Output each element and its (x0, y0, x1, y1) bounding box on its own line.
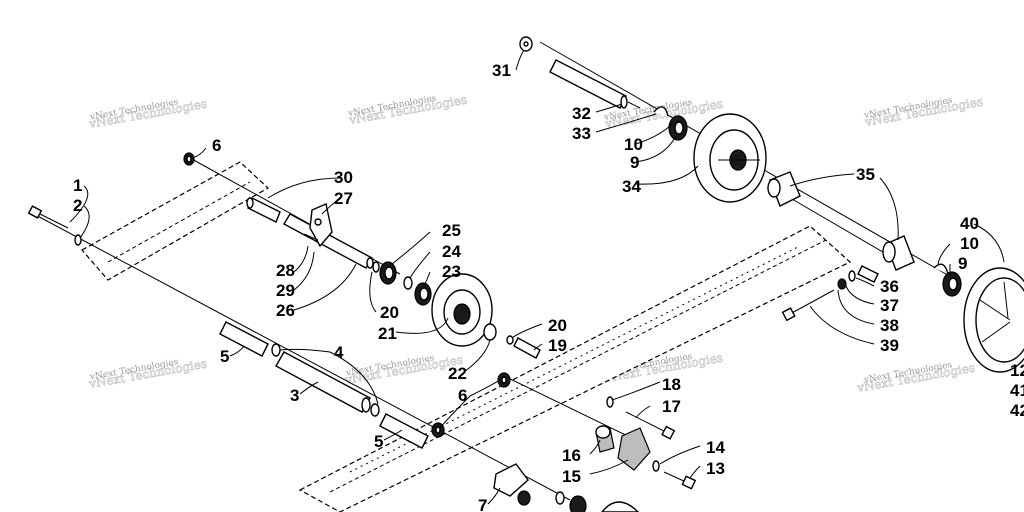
spacer-part-35-b (882, 235, 915, 271)
leader-lines (69, 49, 1005, 505)
callout-18: 18 (662, 375, 681, 394)
callout-12: 12 (1010, 361, 1024, 380)
bushing-part-16 (595, 425, 615, 453)
tube-part-5-lower (379, 413, 429, 449)
callout-31: 31 (492, 61, 511, 80)
washer-part-14 (652, 460, 660, 472)
tube-part-5-upper (219, 321, 269, 357)
callout-7: 7 (478, 496, 487, 512)
washer-part-2 (74, 234, 82, 246)
nut-part-6-rail (431, 422, 445, 438)
spacer-part-19 (513, 337, 541, 359)
bolt-part-39 (781, 289, 835, 322)
callout-19: 19 (548, 336, 567, 355)
nut-part-6-lower (497, 372, 511, 388)
washer-part-20-upper (372, 261, 380, 273)
bearing-part-25 (379, 261, 397, 285)
clip-part-33 (653, 106, 669, 117)
idler-wheel-part-34 (693, 113, 767, 203)
callout-40: 40 (960, 214, 979, 233)
callout-28: 28 (276, 261, 295, 280)
callout-10-right: 10 (960, 234, 979, 253)
parts (27, 36, 1024, 512)
callout-21: 21 (378, 324, 397, 343)
spacer-part-36 (857, 265, 879, 283)
idler-wheel-part-21 (431, 273, 493, 347)
callout-4: 4 (334, 343, 344, 362)
spacer-part-35-a (767, 171, 801, 207)
callout-9-right: 9 (958, 254, 967, 273)
callout-42: 42 (1010, 401, 1024, 420)
callout-37: 37 (880, 296, 899, 315)
callout-26: 26 (276, 301, 295, 320)
callout-29: 29 (276, 281, 295, 300)
callout-13: 13 (706, 459, 725, 478)
washer-part-37 (848, 270, 856, 282)
callout-5-upper: 5 (220, 347, 229, 366)
washer-part-20-lower (506, 335, 514, 345)
callout-35: 35 (856, 165, 875, 184)
callout-labels: 1 2 3 4 5 5 6 6 7 9 9 10 10 12 13 14 15 … (73, 61, 1024, 512)
callout-10-upper: 10 (624, 135, 643, 154)
callout-38: 38 (880, 316, 899, 335)
callout-9-upper: 9 (630, 153, 639, 172)
shaft-part-3 (275, 351, 371, 413)
axle-part-32 (549, 59, 641, 109)
axle-part-26 (283, 203, 374, 269)
bearing-part-9-upper (668, 115, 688, 141)
callout-14: 14 (706, 438, 725, 457)
bearing-part-9-right (942, 271, 962, 297)
callout-25: 25 (442, 221, 461, 240)
spacer-part-30 (246, 197, 281, 223)
wheel-part-12 (963, 267, 1024, 373)
callout-41: 41 (1010, 381, 1024, 400)
bracket-part-15 (617, 427, 651, 471)
callout-27: 27 (334, 189, 353, 208)
bearing-part-23 (414, 282, 432, 306)
callout-6-lower: 6 (458, 386, 467, 405)
nut-part-38 (837, 278, 847, 290)
callout-16: 16 (562, 446, 581, 465)
callout-15: 15 (562, 467, 581, 486)
callout-6-top: 6 (212, 136, 221, 155)
bolt-part-1 (27, 205, 69, 229)
ring-part-4 (271, 343, 281, 357)
callout-20-right: 20 (548, 316, 567, 335)
washer-part-24 (403, 276, 413, 290)
callout-33: 33 (572, 124, 591, 143)
callout-5-lower: 5 (374, 432, 383, 451)
callout-32: 32 (572, 104, 591, 123)
nut-part-6-top (183, 152, 195, 166)
callout-24: 24 (442, 242, 461, 261)
callout-34: 34 (622, 177, 641, 196)
callout-20-left: 20 (380, 303, 399, 322)
callout-30: 30 (334, 168, 353, 187)
washer-part-18 (606, 396, 614, 408)
callout-39: 39 (880, 336, 899, 355)
callout-1: 1 (73, 176, 82, 195)
washer-part-22 (483, 323, 497, 341)
left-slide-rail (81, 161, 270, 281)
bolt-part-17 (625, 411, 676, 440)
callout-36: 36 (880, 277, 899, 296)
bolt-part-13 (663, 471, 697, 490)
right-slide-rail (298, 225, 852, 512)
ring-part-4-lower (370, 403, 380, 417)
clip-part-10-right (933, 263, 949, 275)
callout-3: 3 (290, 386, 299, 405)
callout-23: 23 (442, 262, 461, 281)
callout-2: 2 (73, 196, 82, 215)
callout-17: 17 (662, 397, 681, 416)
callout-22: 22 (448, 364, 467, 383)
